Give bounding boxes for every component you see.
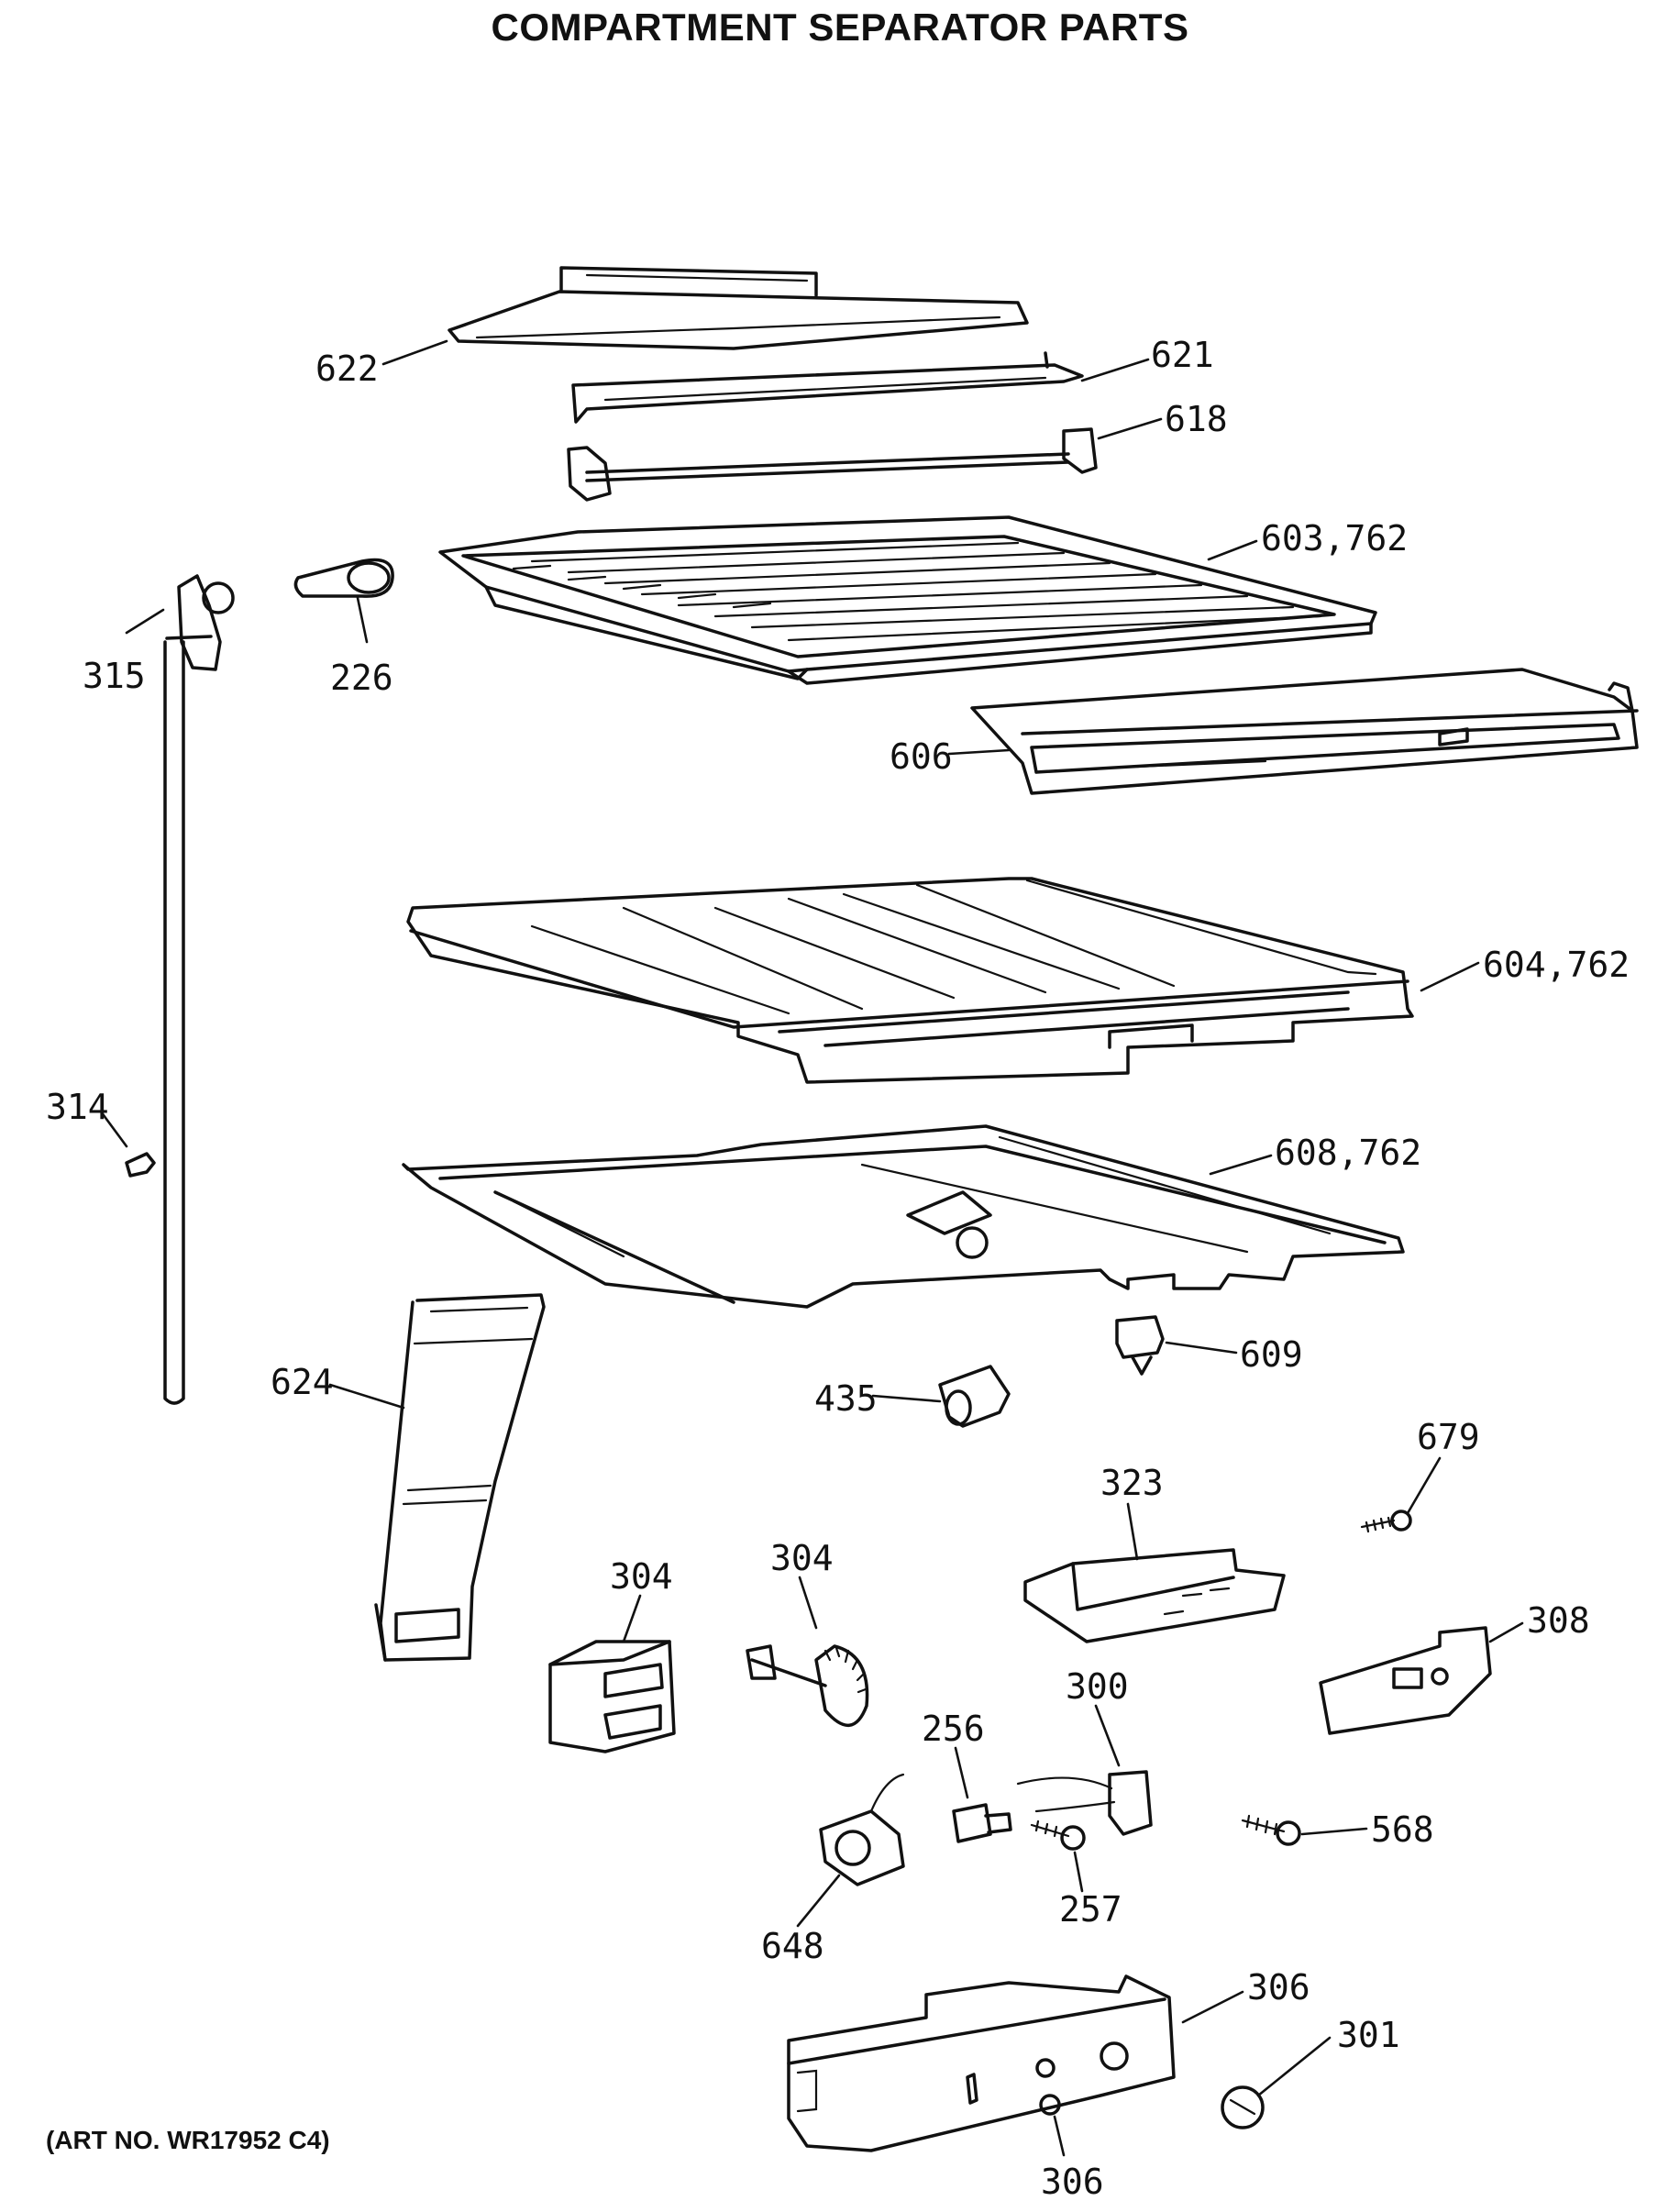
part-606-front-panel: [970, 668, 1639, 795]
part-304-control-dial: [746, 1644, 869, 1728]
part-306-control-housing: [787, 1974, 1176, 2152]
part-435-knob: [938, 1365, 1011, 1428]
part-622-mullion-cover: [448, 266, 1029, 350]
callout-226: 226: [330, 658, 393, 698]
callout-648: 648: [761, 1926, 824, 1966]
part-568-screw: [1241, 1814, 1301, 1846]
callout-435: 435: [814, 1378, 878, 1419]
part-308-mounting-plate: [1319, 1626, 1492, 1735]
part-323-control-bracket: [1023, 1548, 1286, 1643]
callout-labels: 622 621 618 603,762 315 226 606 604,762 …: [46, 335, 1630, 2201]
part-314-clip: [125, 1152, 156, 1178]
callout-300: 300: [1066, 1666, 1129, 1707]
part-604-separator-top: [406, 877, 1414, 1084]
callout-679: 679: [1417, 1417, 1480, 1457]
callout-315: 315: [83, 656, 146, 696]
callout-621: 621: [1151, 335, 1214, 375]
callout-604-762: 604,762: [1483, 945, 1630, 985]
part-603-upper-shelf: [438, 515, 1377, 685]
callout-301: 301: [1337, 2015, 1400, 2055]
part-679-screw: [1360, 1510, 1412, 1533]
callout-306-bottom: 306: [1041, 2162, 1104, 2201]
part-304-control-housing: [548, 1640, 676, 1753]
page-title: COMPARTMENT SEPARATOR PARTS: [491, 6, 1189, 49]
part-256-switch: [952, 1803, 1012, 1843]
callout-609: 609: [1240, 1334, 1303, 1375]
callout-568: 568: [1371, 1809, 1434, 1850]
part-621-rail: [571, 351, 1084, 424]
part-315-hinge-pin-assembly: [163, 574, 235, 1405]
callout-308: 308: [1527, 1600, 1590, 1641]
part-301-knob: [1221, 2085, 1265, 2129]
callout-323: 323: [1100, 1463, 1164, 1503]
part-257-screw: [1030, 1819, 1086, 1851]
callout-304-housing: 304: [610, 1556, 673, 1597]
callout-624: 624: [271, 1362, 334, 1402]
callout-314: 314: [46, 1087, 109, 1127]
callout-622: 622: [315, 348, 379, 389]
callout-304-dial: 304: [770, 1538, 834, 1578]
callout-618: 618: [1165, 399, 1228, 439]
callout-606: 606: [890, 736, 953, 777]
part-624-air-duct: [374, 1293, 546, 1662]
callout-306-top: 306: [1247, 1967, 1310, 2007]
callout-603-762: 603,762: [1261, 518, 1408, 559]
part-608-separator-bottom: [402, 1124, 1405, 1309]
callout-leaders: [99, 339, 1524, 2157]
part-226-bumper: [293, 558, 394, 598]
part-648-defrost-timer: [819, 1773, 905, 1886]
part-618-hinge-rod: [567, 427, 1098, 502]
callout-608-762: 608,762: [1275, 1133, 1421, 1173]
art-number: (ART NO. WR17952 C4): [46, 2126, 330, 2154]
callout-256: 256: [922, 1709, 985, 1749]
part-300-thermostat: [1016, 1770, 1153, 1836]
callout-257: 257: [1059, 1889, 1122, 1930]
part-609-clip-fastener: [1115, 1315, 1165, 1376]
